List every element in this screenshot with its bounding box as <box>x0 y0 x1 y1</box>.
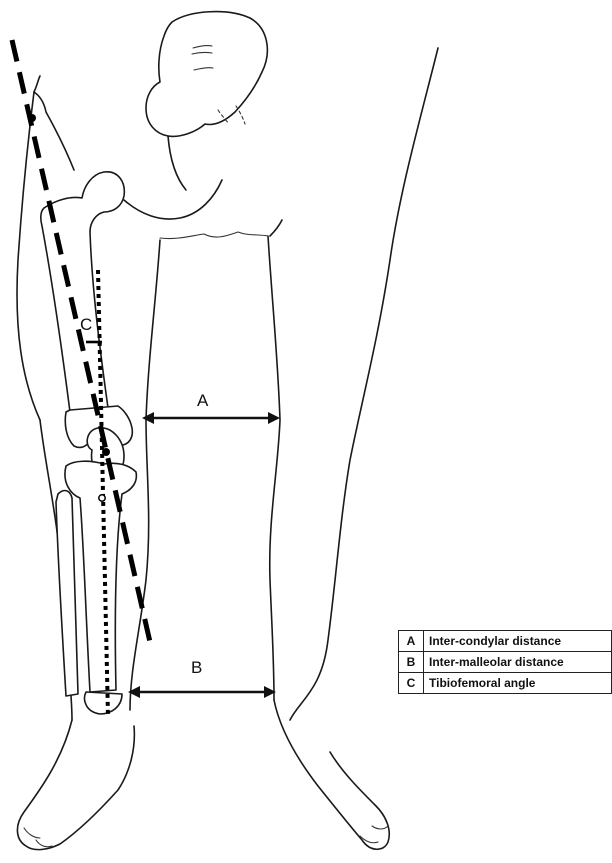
legend-description: Inter-condylar distance <box>424 631 612 652</box>
right-foot <box>274 700 389 849</box>
label-a: A <box>197 391 209 410</box>
left-foot <box>17 720 134 850</box>
pelvis <box>146 12 267 137</box>
legend-row: B Inter-malleolar distance <box>399 652 612 673</box>
torso-outline <box>124 136 282 239</box>
legend-key: C <box>399 673 424 694</box>
tibia-fibula <box>56 461 136 714</box>
label-c: C <box>80 315 92 334</box>
legend-row: C Tibiofemoral angle <box>399 673 612 694</box>
legend-row: A Inter-condylar distance <box>399 631 612 652</box>
legend-key: B <box>399 652 424 673</box>
legend-table: A Inter-condylar distance B Inter-malleo… <box>398 630 612 694</box>
femoral-mechanical-axis <box>12 40 150 642</box>
measurement-b: B <box>128 658 276 698</box>
legend-description: Tibiofemoral angle <box>424 673 612 694</box>
measurement-a: A <box>142 391 280 424</box>
right-leg-outline <box>130 48 438 720</box>
legend-key: A <box>399 631 424 652</box>
legend-description: Inter-malleolar distance <box>424 652 612 673</box>
label-b: B <box>191 658 202 677</box>
